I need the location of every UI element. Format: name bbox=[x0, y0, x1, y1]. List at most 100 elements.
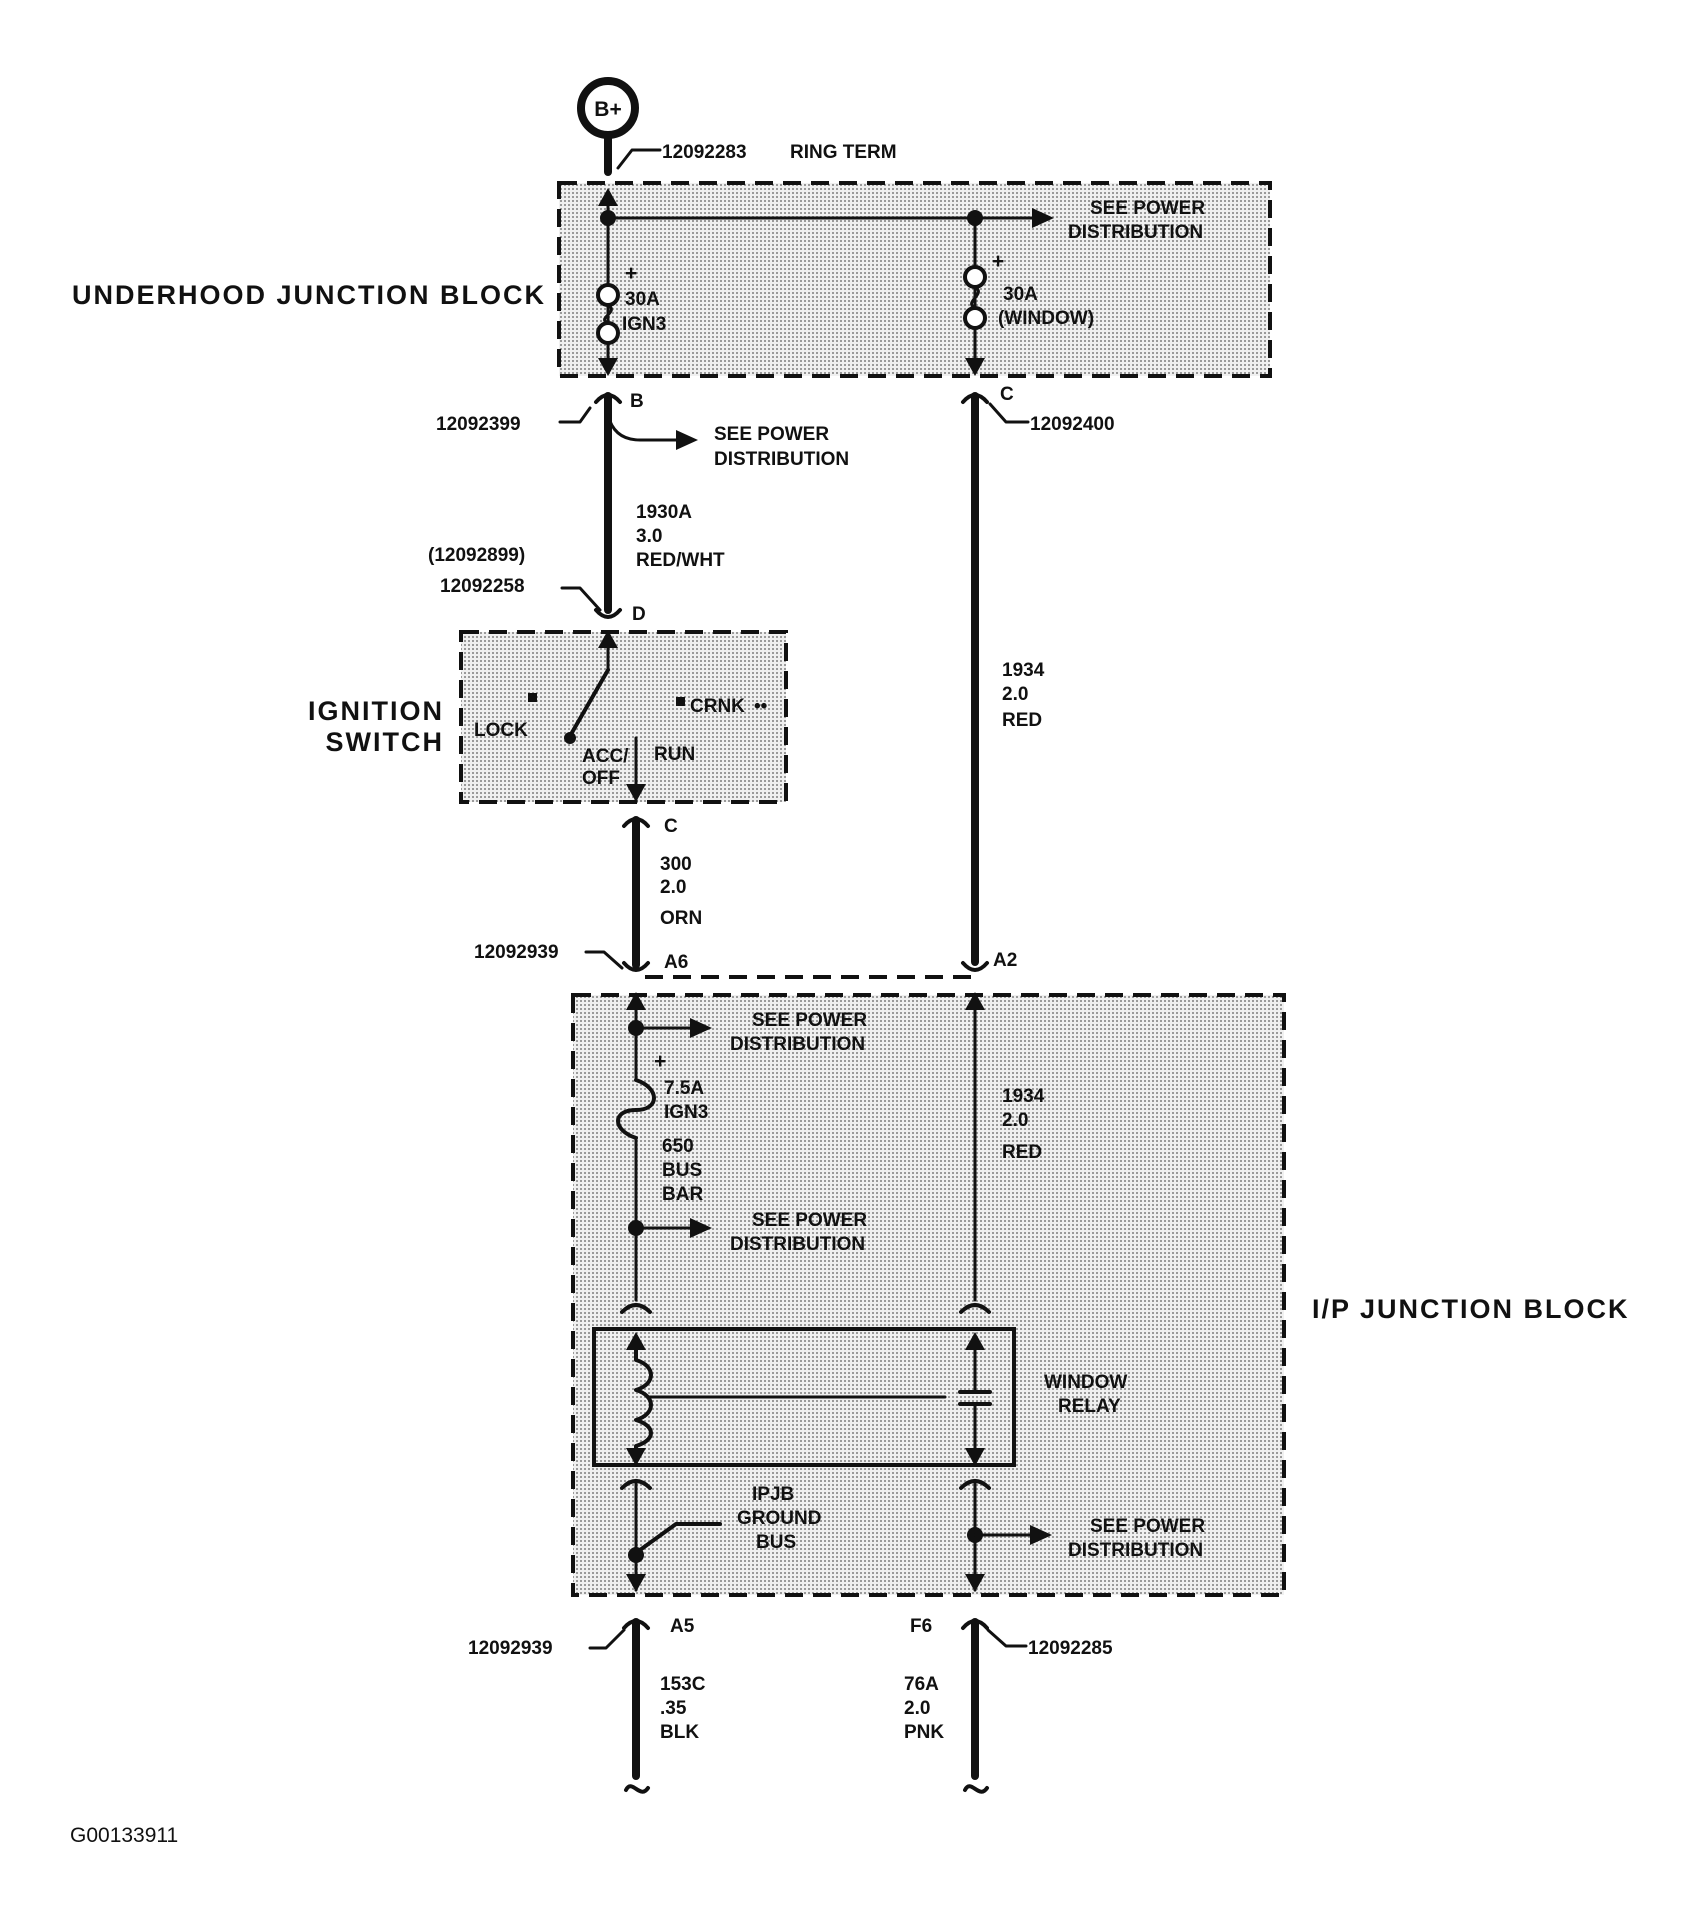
d-part: 12092258 bbox=[440, 576, 525, 597]
a5-pin: A5 bbox=[670, 1616, 695, 1637]
ip-bus-word2: BAR bbox=[662, 1184, 703, 1205]
w1934-gauge: 2.0 bbox=[1002, 684, 1028, 705]
a6-part: 12092939 bbox=[474, 942, 559, 963]
ip-lower-right-conn bbox=[959, 1479, 991, 1490]
d-part-callout bbox=[560, 586, 602, 612]
wire-153c-break bbox=[624, 1784, 650, 1794]
ground-line3: BUS bbox=[756, 1532, 796, 1553]
ign-title-2: SWITCH bbox=[326, 727, 444, 757]
a6-part-callout bbox=[584, 950, 624, 970]
ign-crnk-contact bbox=[676, 697, 685, 706]
w1930a-circuit: 1930A bbox=[636, 502, 692, 523]
ip-fuse-name: IGN3 bbox=[664, 1102, 708, 1123]
ip-pd1-line1: SEE POWER bbox=[752, 1010, 867, 1031]
ip-pd2-line2: DISTRIBUTION bbox=[730, 1234, 865, 1255]
ip-pd2-line1: SEE POWER bbox=[752, 1210, 867, 1231]
ip-fuse-plus: + bbox=[654, 1050, 666, 1073]
ip-right-bottom-arrow bbox=[965, 1574, 985, 1592]
uh-bottom-arrow-left bbox=[598, 358, 618, 376]
battery-label: B+ bbox=[594, 98, 621, 121]
w1930a-gauge: 3.0 bbox=[636, 526, 662, 547]
d-part-alt: (12092899) bbox=[428, 545, 525, 566]
relay-line1: WINDOW bbox=[1044, 1372, 1127, 1393]
w300-circuit: 300 bbox=[660, 854, 692, 875]
underhood-title: UNDERHOOD JUNCTION BLOCK bbox=[72, 280, 546, 310]
fuse-window-rating: 30A bbox=[1003, 284, 1038, 305]
f6-part: 12092285 bbox=[1028, 1638, 1113, 1659]
w1934-ip-gauge: 2.0 bbox=[1002, 1110, 1028, 1131]
uh-top-arrow bbox=[598, 188, 618, 206]
ring-term-label: RING TERM bbox=[790, 142, 897, 163]
w1934-ip-color: RED bbox=[1002, 1142, 1042, 1163]
a5-part: 12092939 bbox=[468, 1638, 553, 1659]
ip-pd3-line1: SEE POWER bbox=[1090, 1516, 1205, 1537]
window-relay-contacts bbox=[958, 1332, 992, 1466]
fuse-ign3-rating: 30A bbox=[625, 289, 660, 310]
w153c-color: BLK bbox=[660, 1722, 699, 1743]
branch-b-line2: DISTRIBUTION bbox=[714, 449, 849, 470]
w153c-gauge: .35 bbox=[660, 1698, 687, 1719]
ground-line2: GROUND bbox=[737, 1508, 821, 1529]
f6-pin: F6 bbox=[910, 1616, 932, 1637]
ip-pd3-arrow bbox=[1030, 1525, 1052, 1545]
branch-b-wire bbox=[606, 413, 678, 442]
uh-bus-node-left bbox=[600, 210, 616, 226]
b-pin: B bbox=[630, 391, 644, 412]
w153c-circuit: 153C bbox=[660, 1674, 706, 1695]
fuse-ign3-plus: + bbox=[625, 262, 637, 285]
ip-ground-switch bbox=[638, 1522, 722, 1552]
sw-c-pin: C bbox=[664, 816, 678, 837]
ip-ground-arrow bbox=[626, 1574, 646, 1592]
ip-pd2-arrow bbox=[690, 1218, 712, 1238]
ip-pd1-line2: DISTRIBUTION bbox=[730, 1034, 865, 1055]
w1930a-color: RED/WHT bbox=[636, 550, 725, 571]
d-pin: D bbox=[632, 604, 646, 625]
relay-line2: RELAY bbox=[1058, 1396, 1121, 1417]
ip-right-internal-conn bbox=[959, 1303, 991, 1314]
ring-term-callout bbox=[616, 148, 662, 170]
w1934-ip-circuit: 1934 bbox=[1002, 1086, 1045, 1107]
branch-b-line1: SEE POWER bbox=[714, 424, 829, 445]
w76a-gauge: 2.0 bbox=[904, 1698, 930, 1719]
fuse-ign3-30a bbox=[596, 283, 620, 345]
connector-a2 bbox=[961, 961, 989, 972]
fuse-window-30a bbox=[963, 265, 987, 330]
a5-part-callout bbox=[588, 1628, 626, 1650]
ign-off-label: OFF bbox=[582, 768, 620, 789]
ignition-switch-box bbox=[459, 630, 788, 804]
f6-part-callout bbox=[986, 1628, 1028, 1648]
ip-ground-node bbox=[628, 1547, 644, 1563]
ip-junction-block bbox=[571, 993, 1286, 1597]
ip-lower-left-conn bbox=[620, 1479, 652, 1490]
ground-line1: IPJB bbox=[752, 1484, 794, 1505]
w76a-color: PNK bbox=[904, 1722, 944, 1743]
ip-left-internal-conn bbox=[620, 1303, 652, 1314]
ign-run-label: RUN bbox=[654, 744, 695, 765]
w76a-circuit: 76A bbox=[904, 1674, 939, 1695]
uh-bus-arrow bbox=[1032, 208, 1054, 228]
ign-acc-label: ACC/ bbox=[582, 746, 629, 767]
ip-pd1-arrow bbox=[690, 1018, 712, 1038]
a6-pin: A6 bbox=[664, 952, 688, 973]
ign-lock-contact bbox=[528, 693, 537, 702]
ring-term-part: 12092283 bbox=[662, 142, 747, 163]
ip-title: I/P JUNCTION BLOCK bbox=[1312, 1294, 1630, 1324]
ip-fuse-rating: 7.5A bbox=[664, 1078, 704, 1099]
ign-crnk-label: CRNK bbox=[690, 696, 745, 717]
uh-power-dist-1: SEE POWER bbox=[1090, 198, 1205, 219]
c-part-callout bbox=[988, 402, 1030, 424]
ip-bus-word1: BUS bbox=[662, 1160, 702, 1181]
ign-title-1: IGNITION bbox=[308, 696, 444, 726]
c-pin: C bbox=[1000, 384, 1014, 405]
ip-fuse-7-5a bbox=[616, 1078, 656, 1140]
ip-bus-num: 650 bbox=[662, 1136, 694, 1157]
ign-crnk-marks: •• bbox=[754, 696, 768, 717]
window-relay-coil bbox=[626, 1332, 653, 1466]
ign-lock-label: LOCK bbox=[474, 720, 528, 741]
fuse-window-name: (WINDOW) bbox=[998, 308, 1094, 329]
w300-color: ORN bbox=[660, 908, 702, 929]
ign-switch-blade bbox=[568, 668, 610, 738]
w300-gauge: 2.0 bbox=[660, 877, 686, 898]
fuse-window-plus: + bbox=[992, 250, 1004, 273]
